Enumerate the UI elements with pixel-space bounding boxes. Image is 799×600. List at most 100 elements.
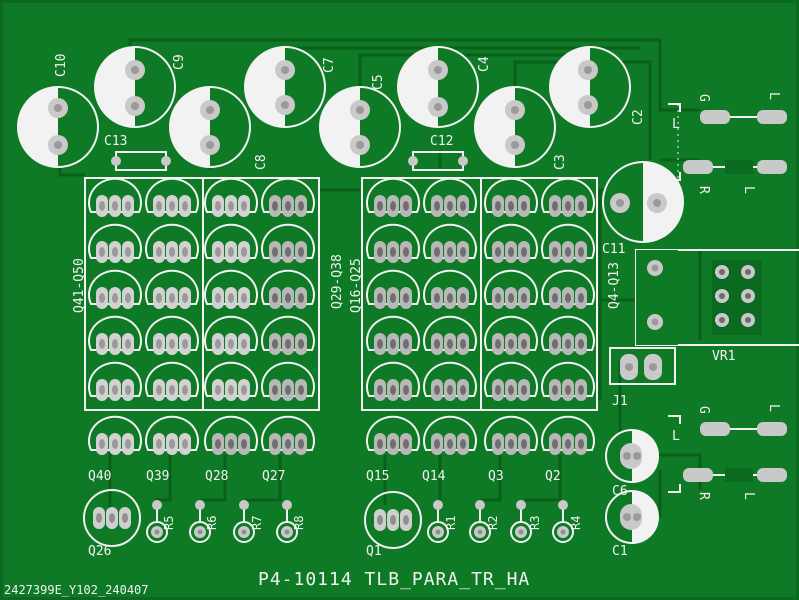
label-c11: C11 (602, 242, 625, 257)
label-q2: Q2 (545, 469, 561, 484)
transistor-footprint (484, 361, 538, 401)
label-r2: R2 (486, 516, 500, 530)
resistor-r5 (146, 500, 168, 543)
capacitor-c13 (111, 151, 171, 171)
transistor-footprint (88, 223, 142, 263)
transistor-q1 (364, 491, 422, 549)
label-c13: C13 (104, 134, 127, 149)
transistor-footprint (204, 223, 258, 263)
capacitor-c1 (605, 490, 659, 544)
transistor-footprint (145, 415, 199, 455)
transistor-footprint (145, 269, 199, 309)
transistor-footprint (541, 361, 595, 401)
transistor-footprint (204, 269, 258, 309)
jack-bottom (668, 415, 787, 493)
capacitor-c4 (397, 46, 479, 128)
transistor-q26 (83, 489, 141, 547)
label-c5: C5 (371, 74, 386, 90)
label-jack-bot-l2: L (766, 404, 781, 412)
transistor-footprint (204, 415, 258, 455)
label-q3: Q3 (488, 469, 504, 484)
transistor-footprint (423, 415, 477, 455)
transistor-footprint (88, 269, 142, 309)
board-title: P4-10114 TLB_PARA_TR_HA (258, 569, 530, 590)
label-q29-q38: Q29-Q38 (330, 254, 345, 309)
resistor-r2 (469, 500, 491, 543)
transistor-footprint (423, 315, 477, 355)
label-q40: Q40 (88, 469, 111, 484)
transistor-footprint (423, 177, 477, 217)
label-c2: C2 (631, 109, 646, 125)
label-c7: C7 (322, 57, 337, 73)
trimmer-vr1 (635, 249, 799, 346)
label-q39: Q39 (146, 469, 169, 484)
transistor-footprint (366, 177, 420, 217)
transistor-footprint (204, 315, 258, 355)
transistor-footprint (261, 223, 315, 263)
transistor-footprint (261, 269, 315, 309)
label-r5: R5 (162, 516, 176, 530)
array-box-right (361, 177, 598, 411)
label-jack-top-l3: L (741, 186, 756, 194)
label-r3: R3 (528, 516, 542, 530)
transistor-footprint (366, 269, 420, 309)
label-r8: R8 (292, 516, 306, 530)
capacitor-c2 (549, 46, 631, 128)
resistor-r8 (276, 500, 298, 543)
transistor-footprint (366, 315, 420, 355)
jack-top (668, 103, 787, 181)
label-j1: J1 (612, 394, 628, 409)
transistor-footprint (145, 361, 199, 401)
label-q15: Q15 (366, 469, 389, 484)
transistor-footprint (204, 177, 258, 217)
capacitor-c3 (474, 86, 556, 168)
resistor-r7 (233, 500, 255, 543)
transistor-footprint (261, 315, 315, 355)
label-jack-bot-l3: L (741, 492, 756, 500)
label-q41-q50: Q41-Q50 (72, 258, 87, 313)
label-jack-bot-l1: L (672, 429, 680, 444)
transistor-footprint (541, 415, 595, 455)
transistor-footprint (145, 315, 199, 355)
transistor-footprint (204, 361, 258, 401)
transistor-footprint (145, 177, 199, 217)
transistor-footprint (145, 223, 199, 263)
capacitor-c9 (94, 46, 176, 128)
label-q16-q25: Q16-Q25 (349, 258, 364, 313)
label-c1: C1 (612, 544, 628, 559)
transistor-footprint (484, 269, 538, 309)
connector-j1 (609, 347, 676, 385)
transistor-arrays (84, 177, 598, 411)
transistor-footprint (484, 177, 538, 217)
label-q26: Q26 (88, 544, 111, 559)
label-jack-top-g: G (696, 94, 711, 102)
label-c4: C4 (477, 56, 492, 72)
label-r4: R4 (569, 516, 583, 530)
label-c6: C6 (612, 484, 628, 499)
transistor-footprint (366, 223, 420, 263)
label-r1: R1 (444, 516, 458, 530)
transistor-footprint (541, 177, 595, 217)
capacitor-c12 (408, 151, 468, 171)
label-c12: C12 (430, 134, 453, 149)
capacitor-c6 (605, 429, 659, 483)
transistor-footprint (484, 315, 538, 355)
transistor-footprint (88, 315, 142, 355)
label-q1: Q1 (366, 544, 382, 559)
transistor-footprint (541, 223, 595, 263)
resistor-r6 (189, 500, 211, 543)
capacitor-c10 (17, 86, 99, 168)
resistor-r1 (427, 500, 449, 543)
label-q4-q13: Q4-Q13 (607, 262, 622, 309)
label-r6: R6 (205, 516, 219, 530)
transistor-footprint (366, 415, 420, 455)
label-jack-bot-g: G (696, 406, 711, 414)
label-jack-bot-r: R (696, 492, 711, 500)
label-c3: C3 (553, 154, 568, 170)
transistor-footprint (88, 177, 142, 217)
transistor-footprint (88, 361, 142, 401)
transistor-footprint (366, 361, 420, 401)
transistor-footprint (484, 415, 538, 455)
capacitor-c8 (169, 86, 251, 168)
